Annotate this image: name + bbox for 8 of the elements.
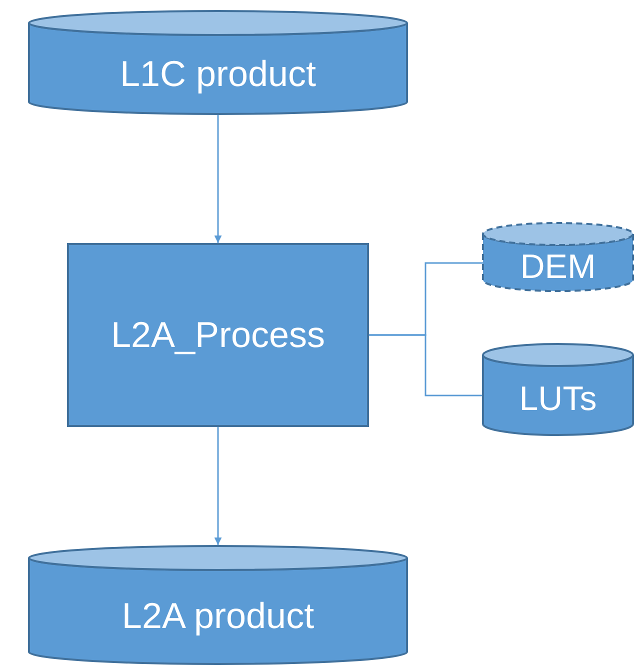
node-label: DEM	[520, 248, 596, 286]
arrow	[214, 115, 222, 243]
arrow	[214, 427, 222, 545]
node-label: LUTs	[519, 380, 597, 419]
node-label: L2A_Process	[110, 314, 326, 356]
connector-line	[369, 334, 483, 396]
node-label: L2A product	[122, 595, 314, 637]
node-label: L1C product	[120, 52, 316, 94]
